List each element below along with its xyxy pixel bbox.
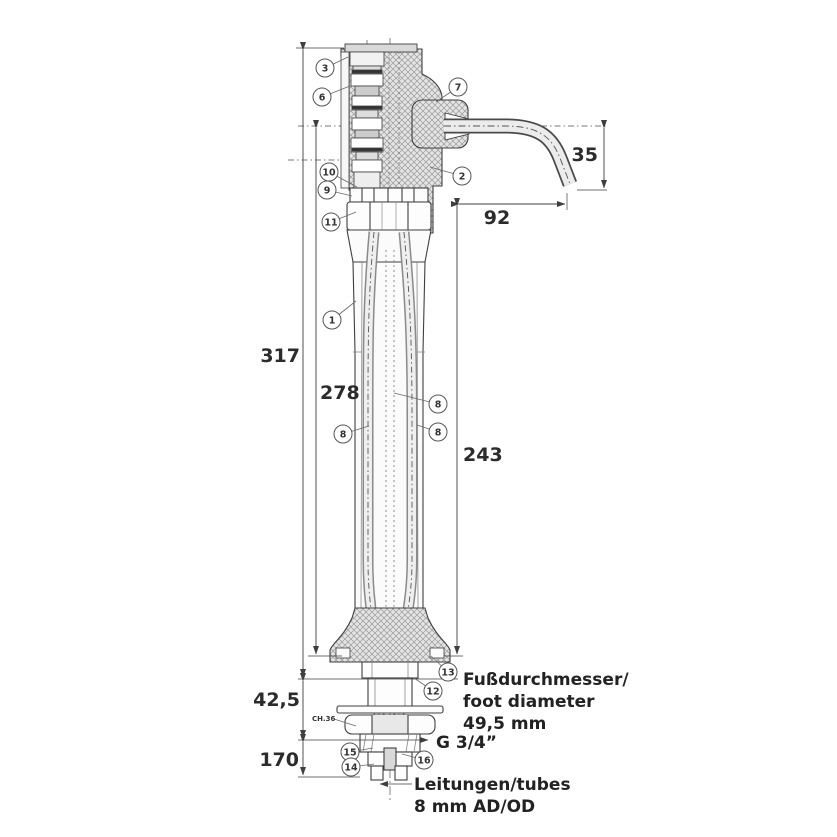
dim-42-5: 42,5 (253, 689, 300, 711)
callout-7: 7 (455, 83, 462, 94)
spout (444, 118, 578, 187)
callout-10: 10 (322, 168, 336, 179)
thread-size-label: G 3/4” (436, 733, 497, 753)
tube-stub-left (370, 765, 384, 781)
dim-170: 170 (259, 749, 299, 771)
dim-92: 92 (484, 207, 510, 229)
callout-14: 14 (344, 763, 358, 774)
callout-numbers: 3 6 7 2 10 9 11 1 8 8 8 13 12 15 16 14 (319, 64, 466, 774)
tube-right-centerline (398, 231, 413, 750)
wrench-size-label: CH.36 (312, 715, 336, 723)
spout-centerline (444, 125, 571, 185)
callout-8-left: 8 (340, 430, 347, 441)
tubes-size-label: 8 mm AD/OD (414, 797, 535, 817)
union-nuts (346, 187, 432, 231)
dim-243: 243 (463, 444, 503, 466)
washer (336, 705, 444, 714)
callout-12: 12 (426, 687, 439, 698)
callout-3: 3 (322, 64, 329, 75)
dimension-texts: 35 92 317 278 243 42,5 170 (253, 144, 598, 771)
annotations: Fußdurchmesser/ foot diameter 49,5 mm G … (312, 670, 629, 817)
foot-pocket-right (429, 647, 445, 659)
valve-cartridge (340, 51, 385, 189)
callout-13: 13 (441, 668, 454, 679)
faucet-body (329, 43, 578, 781)
foot-flare (329, 607, 451, 663)
tubes-label: Leitungen/tubes (414, 775, 571, 795)
fitting-center (383, 747, 397, 771)
dim-317: 317 (260, 345, 300, 367)
thread-lines (362, 733, 418, 753)
callout-11: 11 (324, 218, 337, 229)
head-cap (344, 43, 418, 53)
callout-15: 15 (343, 748, 356, 759)
dim-278: 278 (320, 382, 360, 404)
dimension-lines (296, 42, 607, 787)
foot-diameter-value: 49,5 mm (463, 714, 546, 734)
foot-pocket-left (335, 647, 351, 659)
callout-bubbles (312, 58, 472, 777)
callout-6: 6 (319, 93, 326, 104)
callout-16: 16 (417, 756, 431, 767)
callout-9: 9 (324, 186, 331, 197)
shaft-cone (346, 229, 432, 263)
callout-2: 2 (459, 172, 466, 183)
collar (361, 661, 419, 679)
dim-35: 35 (572, 144, 598, 166)
tube-stub-right (394, 765, 408, 781)
foot-diameter-label-de: Fußdurchmesser/ (463, 670, 629, 690)
callout-8-lower-right: 8 (435, 428, 442, 439)
callout-1: 1 (329, 316, 336, 327)
foot-diameter-label-en: foot diameter (463, 692, 595, 712)
callout-8-upper-right: 8 (435, 400, 442, 411)
